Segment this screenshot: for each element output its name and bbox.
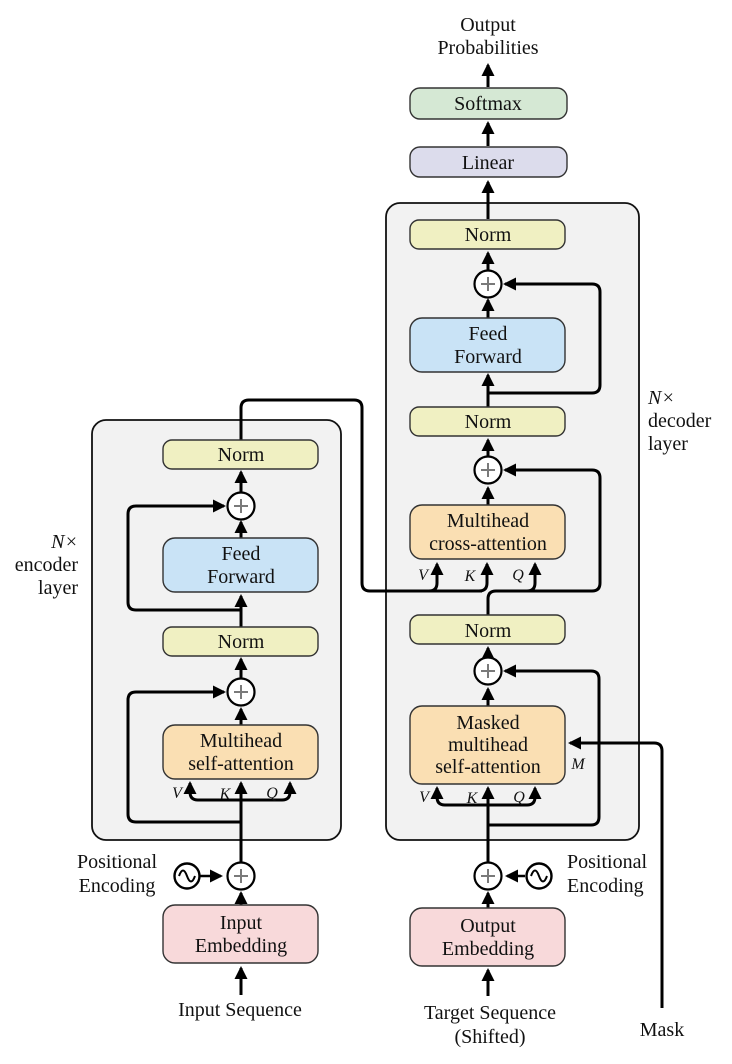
decoder-norm-low-block	[409, 614, 566, 645]
encoder-layer-label: layer	[38, 577, 78, 599]
feed-forward-label: Feed	[469, 323, 508, 345]
masked-attention-label: multihead	[448, 734, 528, 756]
self-attention-block	[162, 724, 319, 780]
target-sequence-label: Target Sequence	[424, 1002, 556, 1024]
self-attention-label: Multihead	[200, 730, 282, 752]
masked-attention-label: self-attention	[435, 756, 541, 778]
encoder-output-line	[239, 398, 482, 593]
masked-attention-label: Masked	[456, 712, 519, 734]
positional-encoding-label: Positional	[77, 851, 157, 873]
positional-encoding-icon	[173, 862, 201, 890]
v-port-label: V	[418, 567, 430, 584]
arrow-q-into-selfattn	[241, 781, 297, 802]
add-icon	[473, 861, 503, 891]
arrow-v-into-selfattn	[183, 781, 241, 802]
target-sequence-label: (Shifted)	[454, 1026, 525, 1048]
encoder-norm-low-block	[162, 626, 319, 657]
positional-encoding-label: Positional	[567, 851, 647, 873]
decoder-norm-top-block	[409, 219, 566, 250]
m-port-label: M	[570, 756, 586, 773]
output-embedding-label: Embedding	[442, 938, 534, 960]
q-port-label: Q	[513, 789, 525, 806]
add-icon	[226, 491, 256, 521]
v-port-label: V	[172, 785, 184, 802]
positional-encoding-icon	[525, 862, 553, 890]
add-icon	[226, 861, 256, 891]
add-nodes	[226, 269, 503, 891]
q-port-label: Q	[266, 785, 278, 802]
decoder-layer-count-label: N×	[647, 387, 675, 409]
positional-encoding-label: Encoding	[567, 875, 644, 897]
norm-label: Norm	[465, 411, 512, 433]
softmax-label: Softmax	[454, 93, 522, 115]
encoder-layer-count-label: N×	[50, 531, 78, 553]
arrow-v-into-crossattn	[428, 562, 444, 593]
k-port-label: K	[464, 568, 477, 585]
residual-ff-decoder	[488, 277, 602, 395]
flow-lines	[126, 63, 664, 1008]
norm-label: Norm	[218, 444, 265, 466]
output-embedding-block	[409, 907, 566, 967]
output-probabilities-label: Probabilities	[437, 37, 538, 59]
cross-attention-block	[409, 504, 566, 560]
encoder-layer-label: encoder	[15, 554, 79, 576]
norm-label: Norm	[465, 224, 512, 246]
add-icon	[473, 269, 503, 299]
decoder-layer-label: layer	[648, 433, 688, 455]
norm-label: Norm	[218, 631, 265, 653]
mask-label: Mask	[640, 1019, 684, 1041]
arrow-k-into-crossattn	[478, 562, 494, 593]
residual-selfattn-encoder	[126, 685, 241, 824]
input-embedding-label: Embedding	[195, 935, 287, 957]
residual-ff-encoder	[126, 499, 241, 612]
positional-encoding-label: Encoding	[79, 875, 156, 897]
cross-attention-label: Multihead	[447, 510, 529, 532]
decoder-layer-label: decoder	[648, 410, 712, 432]
add-icon	[473, 656, 503, 686]
input-embedding-label: Input	[220, 912, 263, 934]
linear-block	[409, 146, 568, 178]
self-attention-label: self-attention	[188, 753, 294, 775]
norm-label: Norm	[465, 620, 512, 642]
feed-forward-label: Forward	[207, 566, 275, 588]
output-probabilities-label: Output	[460, 14, 516, 36]
encoder-feed-forward-block	[162, 537, 319, 593]
k-port-label: K	[466, 790, 479, 807]
decoder-norm-mid-block	[409, 406, 566, 437]
decoder-feed-forward-block	[409, 317, 566, 373]
add-icon	[473, 455, 503, 485]
residual-crossattn-q-path	[486, 463, 602, 615]
feed-forward-label: Forward	[454, 346, 522, 368]
input-sequence-label: Input Sequence	[178, 999, 302, 1021]
residual-maskedattn	[488, 664, 601, 827]
masked-attention-block	[409, 705, 566, 785]
softmax-block	[409, 87, 568, 120]
feed-forward-label: Feed	[222, 543, 261, 565]
encoder-norm-top-block	[162, 439, 319, 470]
k-port-label: K	[219, 786, 232, 803]
input-embedding-block	[162, 904, 319, 964]
mask-line	[568, 736, 664, 1008]
output-embedding-label: Output	[460, 915, 516, 937]
arrow-q-into-crossattn	[526, 562, 542, 593]
v-port-label: V	[419, 789, 431, 806]
q-port-label: Q	[512, 567, 524, 584]
linear-label: Linear	[462, 152, 515, 174]
add-icon	[226, 677, 256, 707]
cross-attention-label: cross-attention	[429, 533, 547, 555]
arrow-q-into-maskedattn	[488, 786, 542, 807]
arrow-v-into-maskedattn	[430, 786, 488, 807]
